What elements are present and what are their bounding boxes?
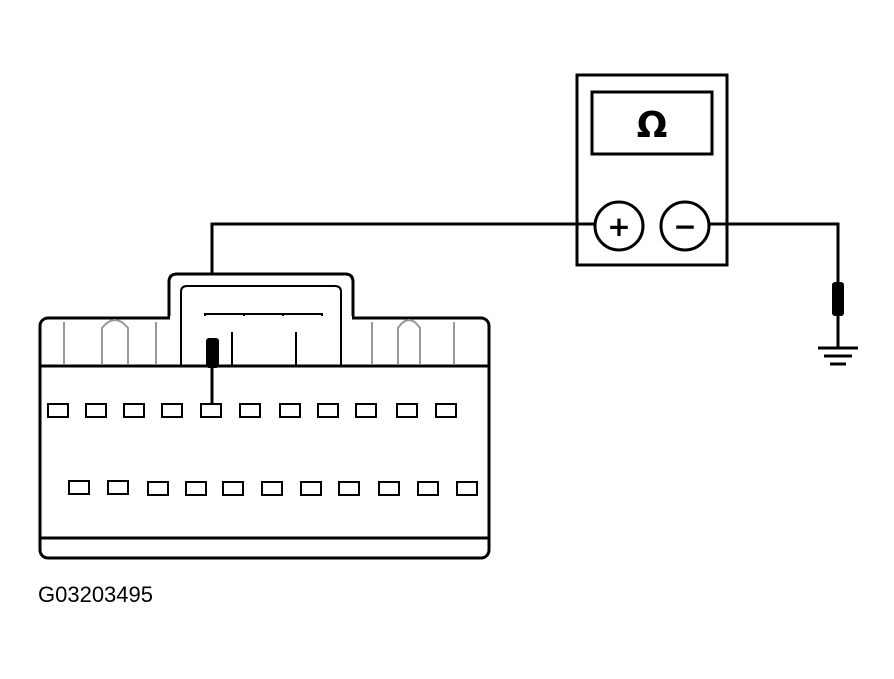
pin-cavity bbox=[47, 403, 69, 418]
pin-cavity bbox=[222, 481, 244, 496]
ohm-symbol: Ω bbox=[637, 105, 668, 146]
pin-row-top bbox=[47, 403, 457, 418]
connector-ribs-right bbox=[371, 319, 455, 364]
pin-cavity bbox=[261, 481, 283, 496]
pin-cavity bbox=[147, 481, 169, 496]
pin-cavity bbox=[417, 481, 439, 496]
pin-row-bottom bbox=[68, 480, 478, 496]
pin-cavity bbox=[239, 403, 261, 418]
negative-test-lead bbox=[709, 222, 840, 282]
positive-probe bbox=[206, 338, 219, 404]
connector bbox=[38, 272, 491, 560]
pin-cavity bbox=[185, 481, 207, 496]
ground-probe bbox=[832, 282, 844, 348]
pin-cavity bbox=[300, 481, 322, 496]
pin-cavity bbox=[161, 403, 183, 418]
positive-terminal bbox=[593, 200, 645, 252]
positive-probe-tip bbox=[206, 338, 219, 368]
ground-symbol bbox=[818, 346, 858, 366]
pin-cavity bbox=[456, 481, 478, 496]
ground-probe-tip bbox=[832, 282, 844, 316]
pin-cavity bbox=[85, 403, 107, 418]
connector-body bbox=[38, 316, 491, 560]
pin-cavity bbox=[338, 481, 360, 496]
pin-cavity bbox=[378, 481, 400, 496]
multimeter: Ω + − bbox=[575, 73, 729, 267]
pin-cavity bbox=[200, 403, 222, 418]
pin-cavity bbox=[396, 403, 418, 418]
pin-cavity bbox=[317, 403, 339, 418]
multimeter-display bbox=[590, 90, 714, 156]
pin-cavity bbox=[68, 480, 90, 495]
minus-symbol: − bbox=[673, 210, 696, 243]
negative-terminal bbox=[659, 200, 711, 252]
plus-symbol: + bbox=[607, 210, 630, 243]
pin-cavity bbox=[107, 480, 129, 495]
pin-cavity bbox=[123, 403, 145, 418]
pin-cavity bbox=[355, 403, 377, 418]
connector-ribs-left bbox=[63, 319, 157, 364]
pin-cavity bbox=[279, 403, 301, 418]
pin-cavity bbox=[435, 403, 457, 418]
figure-id-label: G03203495 bbox=[38, 582, 153, 607]
